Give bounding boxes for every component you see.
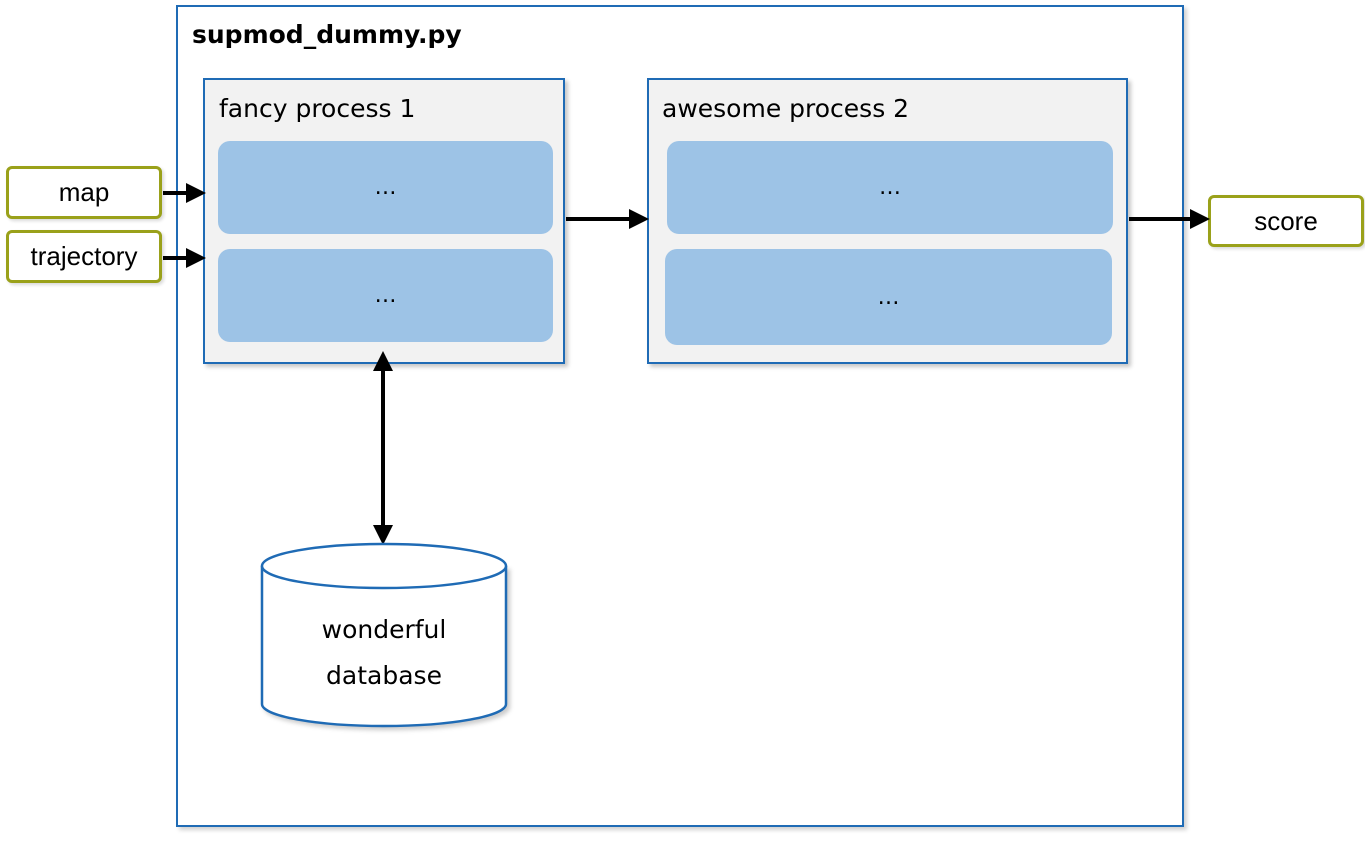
module-title: supmod_dummy.py [192, 20, 462, 49]
input-trajectory[interactable]: trajectory [6, 230, 162, 283]
process-2-title: awesome process 2 [662, 94, 910, 123]
input-map[interactable]: map [6, 166, 162, 219]
process-2-step-2[interactable]: … [665, 249, 1112, 345]
database-label-line-2: database [326, 661, 442, 690]
process-2-step-1[interactable]: … [667, 141, 1113, 234]
process-1-step-1[interactable]: … [218, 141, 553, 234]
output-score[interactable]: score [1208, 195, 1364, 247]
process-1-step-2[interactable]: … [218, 249, 553, 342]
database-label-line-1: wonderful [321, 615, 447, 644]
process-1-title: fancy process 1 [219, 94, 416, 123]
